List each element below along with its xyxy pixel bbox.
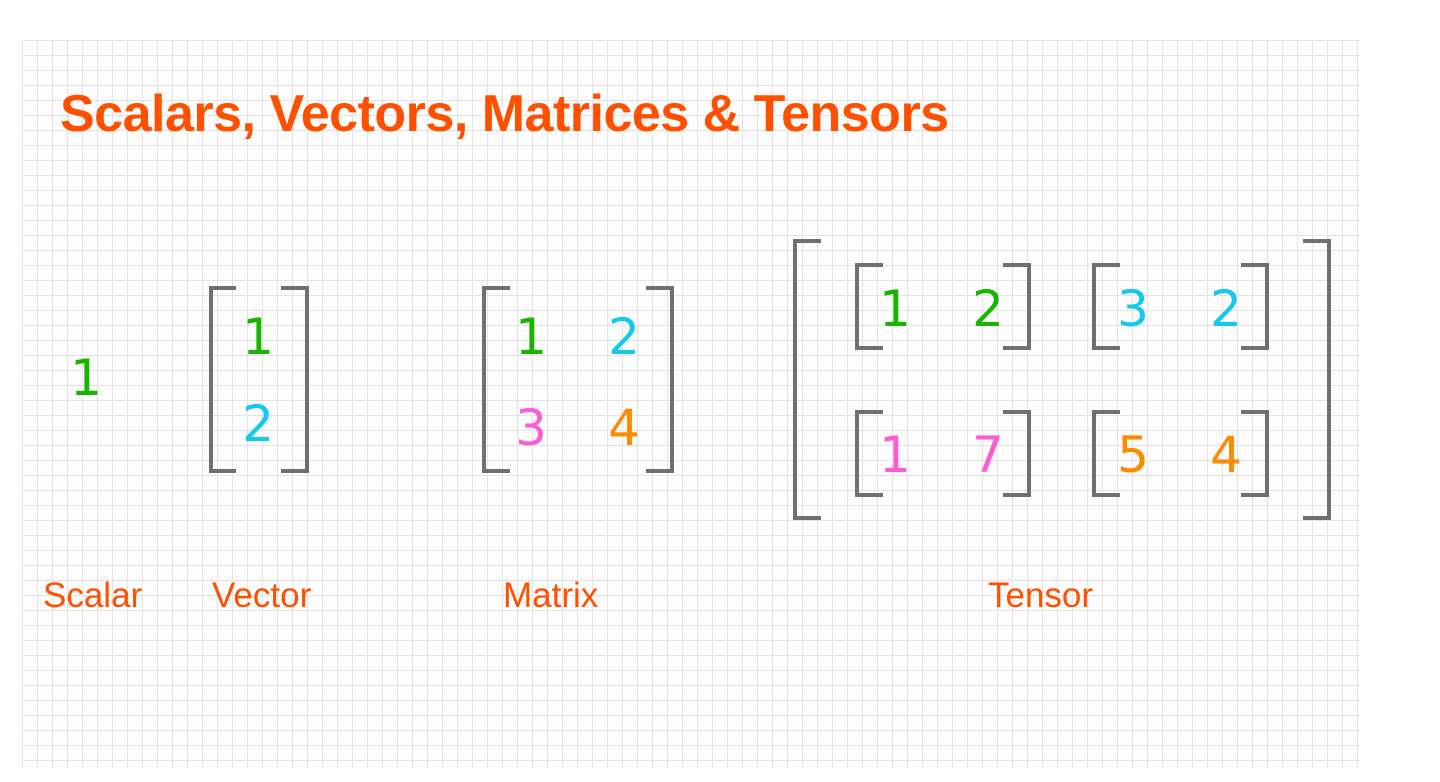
- page-title: Scalars, Vectors, Matrices & Tensors: [60, 85, 949, 143]
- grid-background: [22, 40, 1360, 768]
- vector-value-2: 2: [242, 395, 274, 453]
- matrix-cell-2-2: 4: [608, 399, 640, 457]
- matrix-cell-2-1: 3: [515, 399, 547, 457]
- matrix-cell-1-2: 2: [608, 308, 640, 366]
- tensor-block-4-cell-2: 4: [1210, 426, 1242, 484]
- matrix-cell-1-1: 1: [515, 308, 547, 366]
- scalar-caption: Scalar: [43, 576, 143, 615]
- vector-value-1: 1: [242, 308, 274, 366]
- tensor-block-3-cell-1: 1: [879, 426, 911, 484]
- matrix-caption: Matrix: [503, 576, 599, 615]
- scalar-value: 1: [70, 349, 102, 407]
- tensor-block-3-cell-2: 7: [972, 426, 1004, 484]
- tensor-block-4-cell-1: 5: [1117, 426, 1149, 484]
- tensor-caption: Tensor: [988, 576, 1094, 615]
- tensor-block-2-cell-2: 2: [1210, 280, 1242, 338]
- tensor-block-2-cell-1: 3: [1117, 280, 1149, 338]
- vector-caption: Vector: [212, 576, 312, 615]
- tensor-block-1-cell-1: 1: [879, 280, 911, 338]
- tensor-block-1-cell-2: 2: [972, 280, 1004, 338]
